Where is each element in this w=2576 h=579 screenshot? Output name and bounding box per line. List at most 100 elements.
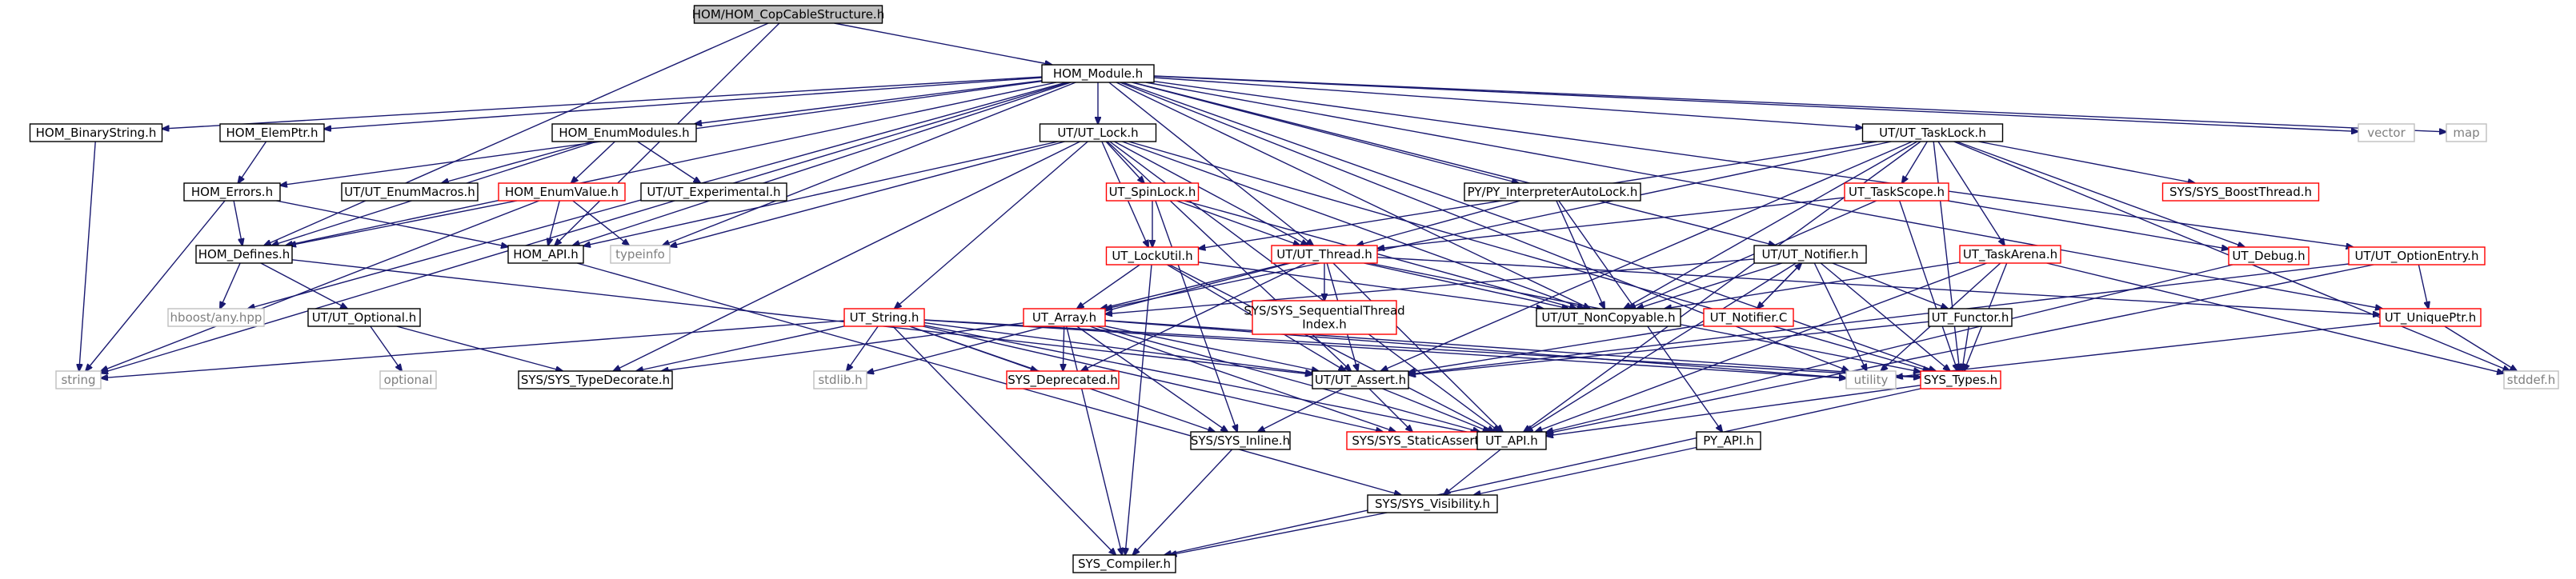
node-hom-module[interactable]: HOM_Module.h — [1041, 64, 1155, 83]
node-box — [167, 308, 265, 327]
node-ut-lock[interactable]: UT/UT_Lock.h — [1039, 123, 1157, 142]
node-label: HOM_ElemPtr.h — [226, 126, 318, 141]
node-sys-boostthread[interactable]: SYS/SYS_BoostThread.h — [2161, 182, 2320, 202]
edge-ut_optional-to-optional — [370, 325, 402, 371]
node-hom-binarystring[interactable]: HOM_BinaryString.h — [29, 123, 163, 142]
node-ut-taskarena[interactable]: UT_TaskArena.h — [1959, 245, 2061, 264]
edge-ut_uniqueptr-to-utility — [1896, 322, 2381, 377]
node-sys-typedecorate[interactable]: SYS/SYS_TypeDecorate.h — [518, 370, 673, 389]
edge-ut_thread-to-ut_api — [1332, 262, 1503, 432]
node-ut-array[interactable]: UT_Array.h — [1023, 308, 1106, 327]
node-map: map — [2446, 123, 2487, 142]
node-hom-errors[interactable]: HOM_Errors.h — [183, 182, 281, 202]
node-box — [518, 370, 673, 389]
node-ut-uniqueptr[interactable]: UT_UniquePtr.h — [2379, 308, 2482, 327]
node-label: UT_Debug.h — [2232, 249, 2305, 264]
node-label: SYS/SYS_Visibility.h — [1375, 497, 1490, 512]
node-ut-assert[interactable]: UT/UT_Assert.h — [1312, 370, 1409, 389]
node-box — [1072, 554, 1176, 573]
edge-ut_taskscope-to-ut_thread — [1377, 197, 1845, 249]
edge-hom_enumvalue-to-string — [101, 200, 539, 371]
node-label: string — [61, 373, 95, 387]
node-root[interactable]: HOM/HOM_CopCableStructure.h — [692, 5, 884, 24]
edge-hom_module-to-map — [1153, 75, 2446, 132]
node-label: UT/UT_NonCopyable.h — [1541, 310, 1675, 325]
edge-hom_api-to-sys_visibility — [576, 262, 1401, 495]
edge-hom_enummodules-to-hom_enumvalue — [571, 141, 615, 183]
node-hom-api[interactable]: HOM_API.h — [507, 245, 584, 264]
node-box — [1039, 123, 1157, 142]
node-box — [2358, 123, 2415, 142]
node-sys-deprecated[interactable]: SYS_Deprecated.h — [1006, 370, 1120, 389]
node-label: PY/PY_InterpreterAutoLock.h — [1468, 185, 1638, 200]
edge-hom_defines-to-hboost_any — [220, 262, 241, 309]
node-string: string — [55, 370, 102, 389]
node-sys-inline[interactable]: SYS/SYS_Inline.h — [1190, 431, 1291, 450]
node-box — [610, 245, 671, 264]
edge-ut_taskarena-to-ut_api — [1535, 262, 1987, 432]
node-ut-experimental[interactable]: UT/UT_Experimental.h — [640, 182, 787, 202]
node-box — [55, 370, 102, 389]
node-label: UT/UT_Experimental.h — [647, 185, 780, 200]
node-label: SYS/SYS_TypeDecorate.h — [521, 373, 670, 388]
node-sys-visibility[interactable]: SYS/SYS_Visibility.h — [1367, 494, 1498, 513]
node-box — [1861, 123, 2004, 142]
node-py-interp[interactable]: PY/PY_InterpreterAutoLock.h — [1464, 182, 1641, 202]
edge-hom_module-to-ut_noncopyable — [1116, 82, 1590, 309]
edge-root-to-hom_defines — [264, 22, 769, 246]
node-sys-compiler[interactable]: SYS_Compiler.h — [1072, 554, 1176, 573]
node-ut-optional[interactable]: UT/UT_Optional.h — [307, 308, 421, 327]
edge-ut_notifier-to-ut_array — [1105, 258, 1755, 314]
edge-py_interp-to-ut_thread — [1356, 200, 1520, 246]
node-sys-types[interactable]: SYS_Types.h — [1920, 370, 2001, 389]
node-ut-optionentry[interactable]: UT/UT_OptionEntry.h — [2348, 246, 2486, 266]
edge-ut_taskarena-to-stddef — [2046, 262, 2504, 373]
node-ut-taskscope[interactable]: UT_TaskScope.h — [1844, 182, 1949, 202]
node-box — [551, 123, 697, 142]
node-label: HOM_EnumValue.h — [505, 185, 619, 200]
node-hom-enumvalue[interactable]: HOM_EnumValue.h — [498, 182, 626, 202]
node-ut-debug[interactable]: UT_Debug.h — [2228, 246, 2310, 266]
node-label: UT/UT_Notifier.h — [1761, 247, 1858, 262]
edge-ut_notifier_c-to-ut_assert — [1408, 324, 1705, 372]
edge-ut_string-to-stdlib — [847, 325, 879, 371]
edge-ut_tasklock-to-ut_noncopyable — [1624, 141, 1918, 309]
edge-ut_functor-to-ut_assert — [1408, 321, 1929, 375]
node-ut-notifier-c[interactable]: UT_Notifier.C — [1703, 308, 1794, 327]
edge-hom_module-to-hom_api — [573, 82, 1072, 246]
edge-ut_string-to-sys_staticassert — [922, 325, 1383, 432]
node-label: UT_TaskArena.h — [1963, 247, 2057, 262]
edge-hom_errors-to-hom_api — [276, 200, 508, 247]
node-label: SYS/SYS_BoostThread.h — [2169, 185, 2312, 200]
node-ut-string[interactable]: UT_String.h — [843, 308, 925, 327]
node-hom-defines[interactable]: HOM_Defines.h — [195, 245, 293, 264]
node-ut-noncopyable[interactable]: UT/UT_NonCopyable.h — [1536, 308, 1681, 327]
edge-ut_lock-to-ut_string — [895, 141, 1088, 309]
node-py-api[interactable]: PY_API.h — [1696, 431, 1761, 450]
node-box — [1271, 245, 1378, 264]
node-box — [1367, 494, 1498, 513]
node-ut-functor[interactable]: UT_Functor.h — [1928, 308, 2013, 327]
node-ut-thread[interactable]: UT/UT_Thread.h — [1271, 245, 1378, 264]
node-ut-enummacros[interactable]: UT/UT_EnumMacros.h — [341, 182, 479, 202]
edge-ut_taskscope-to-sys_types — [1899, 200, 1958, 371]
node-box — [1703, 308, 1794, 327]
node-box — [2379, 308, 2482, 327]
node-ut-spinlock[interactable]: UT_SpinLock.h — [1105, 182, 1200, 202]
node-ut-tasklock[interactable]: UT/UT_TaskLock.h — [1861, 123, 2004, 142]
node-sys-staticassert[interactable]: SYS/SYS_StaticAssert.h — [1346, 431, 1496, 450]
node-hom-enummodules[interactable]: HOM_EnumModules.h — [551, 123, 697, 142]
edge-ut_array-to-sys_types — [1104, 319, 1921, 377]
edge-ut_taskscope-to-ut_debug — [1947, 200, 2229, 249]
node-hom-elemptr[interactable]: HOM_ElemPtr.h — [219, 123, 325, 142]
edge-hom_enumvalue-to-hom_defines — [289, 200, 518, 246]
node-box — [1844, 182, 1949, 202]
edge-ut_string-to-ut_assert — [923, 321, 1312, 374]
edge-ut_string-to-sys_compiler — [892, 325, 1116, 555]
node-ut-lockutil[interactable]: UT_LockUtil.h — [1105, 246, 1200, 266]
edge-hom_enummodules-to-ut_enummacros — [442, 141, 593, 183]
node-ut-api[interactable]: UT_API.h — [1476, 431, 1547, 450]
node-ut-notifier[interactable]: UT/UT_Notifier.h — [1753, 245, 1867, 264]
node-vector: vector — [2358, 123, 2415, 142]
